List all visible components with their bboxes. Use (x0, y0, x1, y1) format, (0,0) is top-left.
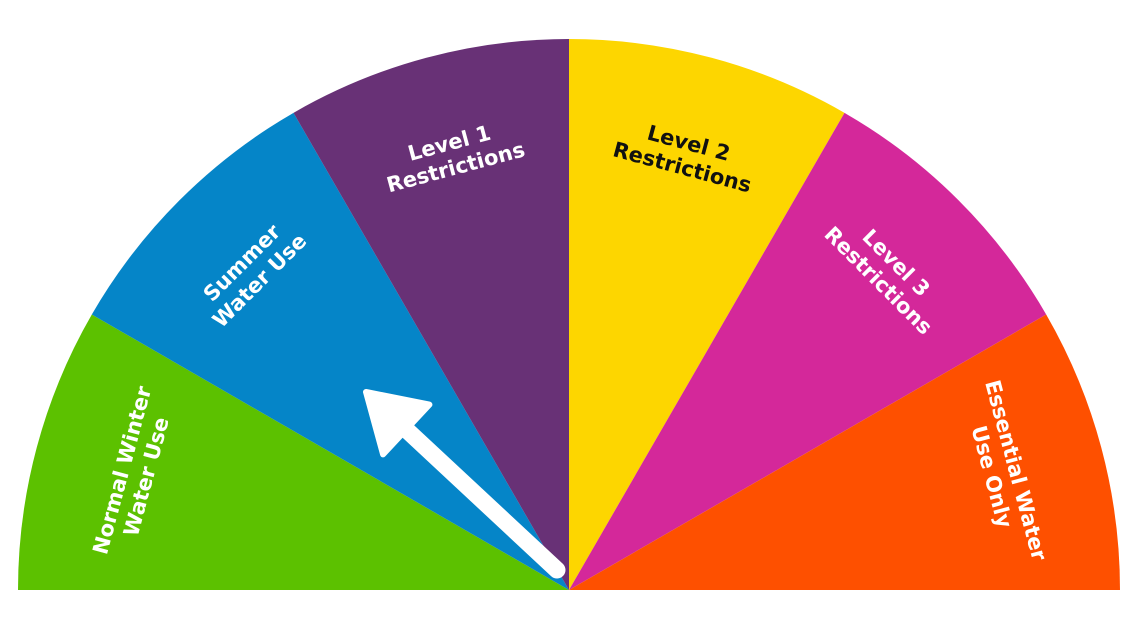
segment-essential (569, 314, 1120, 590)
needle-shaft (393, 416, 566, 579)
segment-level-2 (569, 39, 845, 590)
needle-head (363, 389, 433, 458)
segment-level-3 (569, 112, 1047, 590)
segment-level-1 (293, 39, 569, 590)
gauge-segments (18, 39, 1120, 590)
needle-arrow-icon (363, 389, 566, 579)
segment-normal-winter (18, 314, 569, 590)
